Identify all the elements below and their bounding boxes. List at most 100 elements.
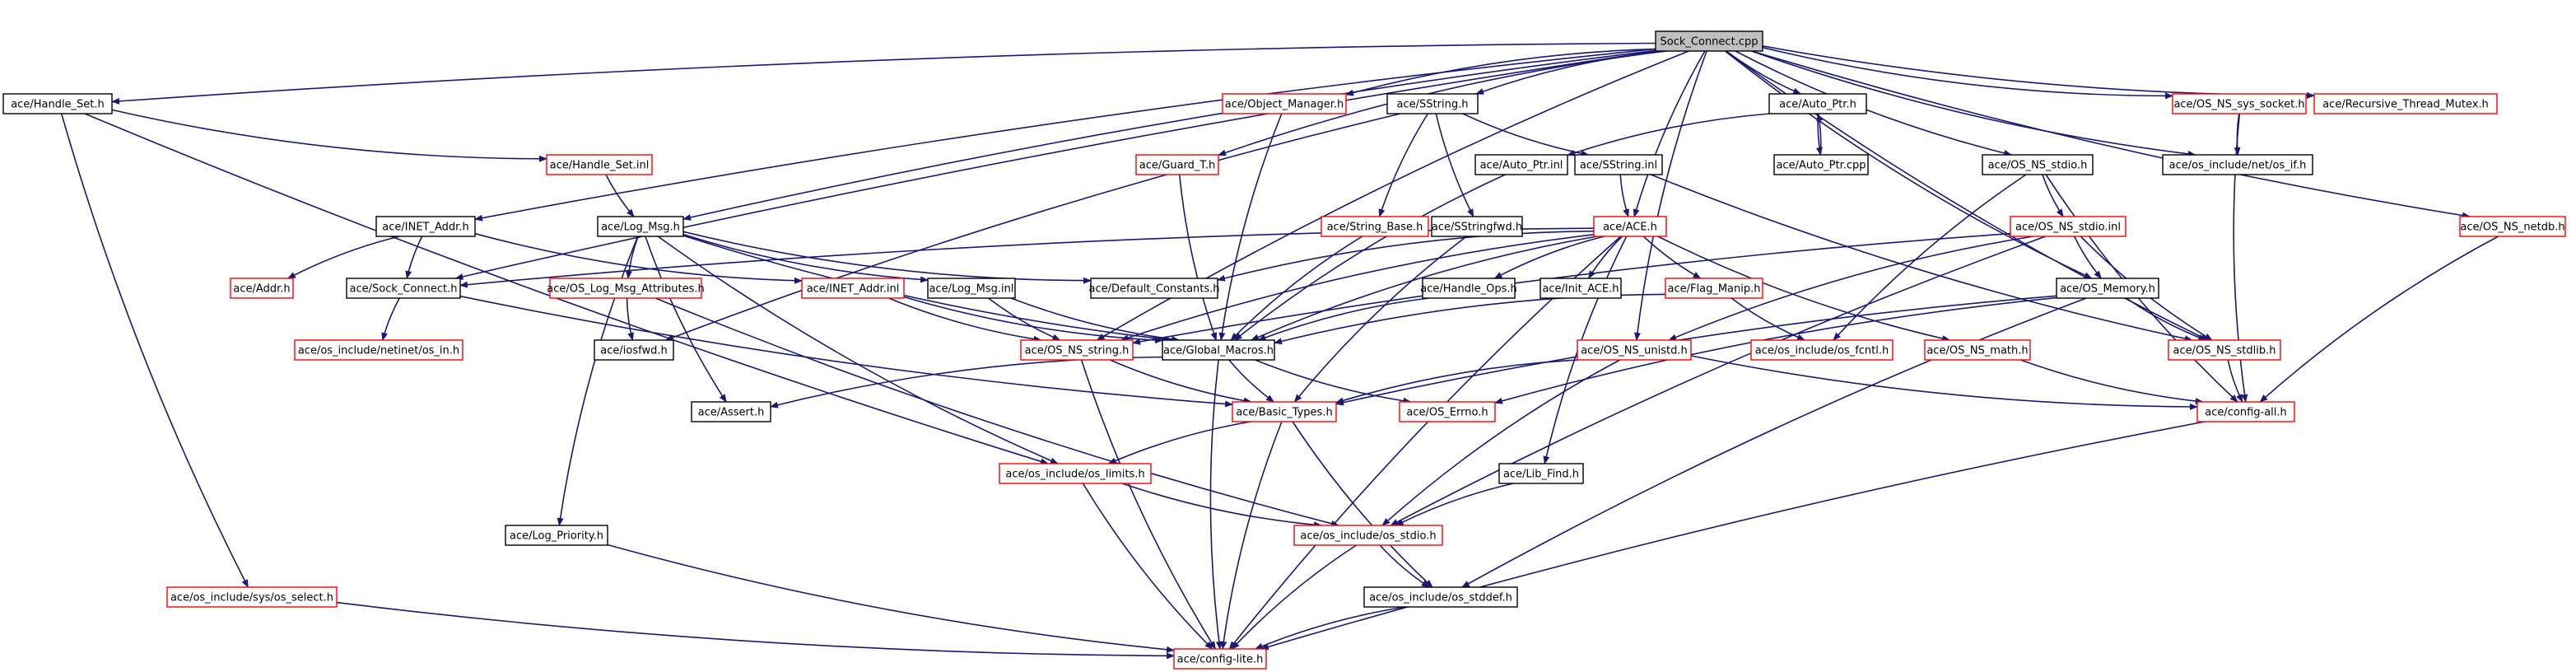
node-box [166, 586, 338, 608]
node-label: ace/Handle_Set.inl [550, 160, 650, 172]
node-ace_h[interactable]: ace/ACE.h [1593, 216, 1667, 237]
node-basic_types[interactable]: ace/Basic_Types.h [1232, 401, 1337, 422]
node-sock_connect_h[interactable]: ace/Sock_Connect.h [346, 278, 461, 299]
edge-os_log_msg_attributes-to-iosfwd_h [626, 297, 635, 341]
node-log_msg_h[interactable]: ace/Log_Msg.h [597, 216, 684, 237]
node-os_stdio[interactable]: ace/os_include/os_stdio.h [1293, 525, 1443, 546]
node-iosfwd_h[interactable]: ace/iosfwd.h [594, 339, 674, 361]
node-init_ace[interactable]: ace/Init_ACE.h [1540, 278, 1622, 299]
edge-basic_types-to-config_lite [1220, 421, 1283, 650]
edge-log_msg_h-to-global_macros [682, 235, 1173, 343]
node-box [1162, 339, 1275, 361]
node-os_in_h[interactable]: ace/os_include/netinet/os_in.h [294, 339, 463, 361]
node-label: ace/ACE.h [1603, 222, 1657, 234]
edge-os_ns_unistd-to-os_stdio [1381, 359, 1621, 526]
node-label: ace/OS_NS_stdlib.h [2173, 345, 2276, 357]
edge-root-to-object_manager [1345, 48, 1656, 96]
node-box [1474, 154, 1568, 175]
node-box [2162, 154, 2313, 175]
node-sstring_h[interactable]: ace/SString.h [1386, 93, 1479, 114]
node-addr_h[interactable]: ace/Addr.h [230, 278, 294, 299]
node-handle_ops[interactable]: ace/Handle_Ops.h [1420, 278, 1517, 299]
node-box [1773, 154, 1869, 175]
edge-log_msg_inl-to-global_macros [1010, 297, 1180, 343]
node-lib_find[interactable]: ace/Lib_Find.h [1498, 463, 1584, 484]
node-os_limits[interactable]: ace/os_include/os_limits.h [999, 463, 1152, 484]
node-os_memory[interactable]: ace/OS_Memory.h [2056, 278, 2159, 299]
node-box [294, 339, 463, 361]
node-os_select[interactable]: ace/os_include/sys/os_select.h [166, 586, 338, 608]
node-label: ace/Handle_Set.h [11, 99, 105, 111]
node-guard_t[interactable]: ace/Guard_T.h [1135, 154, 1219, 175]
node-label: ace/OS_Memory.h [2060, 283, 2155, 296]
node-box [2010, 216, 2126, 237]
edge-root-to-os_ns_sys_socket [1762, 46, 2173, 100]
node-config_lite[interactable]: ace/config-lite.h [1173, 648, 1267, 670]
node-label: ace/Log_Priority.h [510, 530, 603, 543]
node-auto_ptr_inl[interactable]: ace/Auto_Ptr.inl [1474, 154, 1568, 175]
node-label: ace/INET_Addr.h [382, 222, 468, 234]
node-box [2459, 216, 2566, 237]
node-sstring_inl[interactable]: ace/SString.inl [1574, 154, 1663, 175]
node-os_ns_unistd[interactable]: ace/OS_NS_unistd.h [1577, 339, 1692, 361]
edge-auto_ptr_cpp-to-auto_ptr_h [1816, 113, 1824, 156]
edge-root-to-os_ns_unistd [1633, 50, 1707, 341]
node-flag_manip[interactable]: ace/Flag_Manip.h [1665, 278, 1763, 299]
node-label: ace/Sock_Connect.h [350, 283, 458, 296]
node-default_constants[interactable]: ace/Default_Constants.h [1088, 278, 1220, 299]
node-label: ace/Log_Msg.h [601, 222, 680, 234]
node-recursive_thread_mutex[interactable]: ace/Recursive_Thread_Mutex.h [2313, 93, 2498, 114]
node-label: ace/os_include/sys/os_select.h [170, 592, 333, 604]
node-os_log_msg_attributes[interactable]: ace/OS_Log_Msg_Attributes.h [547, 278, 705, 299]
node-log_msg_inl[interactable]: ace/Log_Msg.inl [927, 278, 1016, 299]
edge-config_all-to-config_lite [1260, 421, 2206, 651]
edge-os_ns_netdb-to-config_all [2259, 236, 2499, 403]
edge-basic_types-to-os_stddef [1292, 421, 1433, 588]
node-os_ns_stdlib[interactable]: ace/OS_NS_stdlib.h [2168, 339, 2281, 361]
edge-ace_h-to-global_macros [1251, 236, 1598, 341]
node-label: ace/Default_Constants.h [1088, 283, 1219, 296]
node-box [2056, 278, 2159, 299]
node-inet_addr_h[interactable]: ace/INET_Addr.h [375, 216, 476, 237]
node-label: ace/SString.inl [1580, 160, 1657, 172]
node-auto_ptr_cpp[interactable]: ace/Auto_Ptr.cpp [1773, 154, 1869, 175]
edge-os_memory-to-os_errno [1494, 296, 2057, 404]
edge-object_manager-to-global_macros [1218, 113, 1283, 341]
edge-root-to-inet_addr_h [474, 48, 1656, 222]
node-box [1982, 154, 2094, 175]
node-sstringfwd_h[interactable]: ace/SStringfwd.h [1431, 216, 1523, 237]
node-string_base_h[interactable]: ace/String_Base.h [1321, 216, 1429, 237]
node-box [1655, 30, 1763, 52]
node-object_manager[interactable]: ace/Object_Manager.h [1222, 93, 1347, 114]
node-root[interactable]: Sock_Connect.cpp [1655, 30, 1763, 52]
node-os_errno[interactable]: ace/OS_Errno.h [1399, 401, 1496, 422]
node-global_macros[interactable]: ace/Global_Macros.h [1162, 339, 1275, 361]
node-handle_set_h[interactable]: ace/Handle_Set.h [2, 93, 113, 114]
node-inet_addr_inl[interactable]: ace/INET_Addr.inl [801, 278, 905, 299]
node-os_stddef[interactable]: ace/os_include/os_stddef.h [1363, 586, 1518, 608]
edge-os_ns_stdio_inl-to-os_memory [2073, 236, 2102, 279]
node-os_ns_string[interactable]: ace/OS_NS_string.h [1020, 339, 1134, 361]
node-os_ns_stdio_inl[interactable]: ace/OS_NS_stdio.inl [2010, 216, 2126, 237]
edge-sstring_h-to-sstringfwd_h [1435, 113, 1474, 217]
edge-os_memory-to-os_ns_stdlib [2126, 297, 2207, 341]
node-config_all[interactable]: ace/config-all.h [2196, 401, 2295, 422]
node-os_if_h[interactable]: ace/os_include/net/os_if.h [2162, 154, 2313, 175]
node-assert_h[interactable]: ace/Assert.h [691, 401, 771, 422]
node-label: ace/os_include/os_stddef.h [1369, 592, 1512, 604]
edge-ace_h-to-os_ns_string [1120, 234, 1595, 341]
node-box [346, 278, 461, 299]
edge-auto_ptr_h-to-auto_ptr_inl [1567, 113, 1770, 156]
node-label: ace/Lib_Find.h [1503, 469, 1579, 481]
node-auto_ptr_h[interactable]: ace/Auto_Ptr.h [1768, 93, 1867, 114]
node-handle_set_inl[interactable]: ace/Handle_Set.inl [546, 154, 653, 175]
node-box [1173, 648, 1267, 670]
node-os_ns_sys_socket[interactable]: ace/OS_NS_sys_socket.h [2172, 93, 2307, 114]
node-box [801, 278, 905, 299]
node-log_priority[interactable]: ace/Log_Priority.h [505, 525, 608, 546]
node-os_ns_stdio_h[interactable]: ace/OS_NS_stdio.h [1982, 154, 2094, 175]
node-os_ns_netdb[interactable]: ace/OS_NS_netdb.h [2459, 216, 2566, 237]
node-os_ns_math[interactable]: ace/OS_NS_math.h [1924, 339, 2031, 361]
node-os_fcntl[interactable]: ace/os_include/os_fcntl.h [1750, 339, 1894, 361]
